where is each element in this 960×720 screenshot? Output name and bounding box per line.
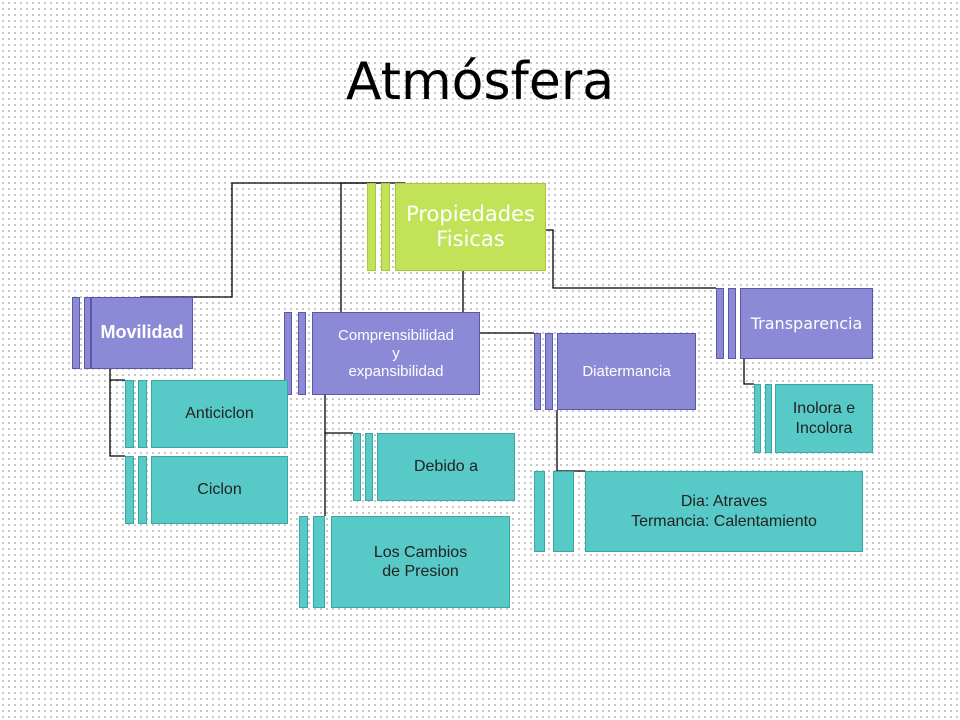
node-dia-atraves: Dia: Atraves Termancia: Calentamiento: [534, 471, 863, 552]
node-transparencia: Transparencia: [716, 288, 873, 359]
node-inolora: Inolora e Incolora: [754, 384, 873, 453]
link-diatermancia-dia: [556, 410, 585, 472]
link-transparencia-inolora: [743, 359, 754, 385]
propiedades-label: Propiedades Fisicas: [395, 183, 546, 271]
node-anticiclon: Anticiclon: [125, 380, 288, 448]
node-ciclon: Ciclon: [125, 456, 288, 524]
link-movilidad-ciclon: [109, 380, 125, 457]
link-comprensibilidad-debido: [324, 395, 353, 434]
link-root-transparencia: [546, 229, 716, 289]
node-propiedades-fisicas: Propiedades Fisicas: [367, 183, 546, 271]
cambios-label: Los Cambios de Presion: [331, 516, 510, 608]
ciclon-label: Ciclon: [151, 456, 288, 524]
node-movilidad: Movilidad: [72, 297, 193, 369]
link-root-movilidad: [140, 182, 405, 298]
transparencia-label: Transparencia: [740, 288, 873, 359]
dia-label: Dia: Atraves Termancia: Calentamiento: [585, 471, 863, 552]
movilidad-label: Movilidad: [91, 297, 193, 369]
debido-label: Debido a: [377, 433, 515, 501]
diagram-title: Atmósfera: [345, 52, 615, 112]
inolora-label: Inolora e Incolora: [775, 384, 873, 453]
diatermancia-label: Diatermancia: [557, 333, 696, 410]
anticiclon-label: Anticiclon: [151, 380, 288, 448]
link-movilidad-anticiclon: [109, 368, 125, 381]
node-diatermancia: Diatermancia: [534, 333, 696, 410]
node-comprensibilidad: Comprensibilidad y expansibilidad: [284, 312, 480, 395]
node-los-cambios: Los Cambios de Presion: [299, 516, 510, 608]
node-debido-a: Debido a: [353, 433, 515, 501]
comprensibilidad-label: Comprensibilidad y expansibilidad: [312, 312, 480, 395]
